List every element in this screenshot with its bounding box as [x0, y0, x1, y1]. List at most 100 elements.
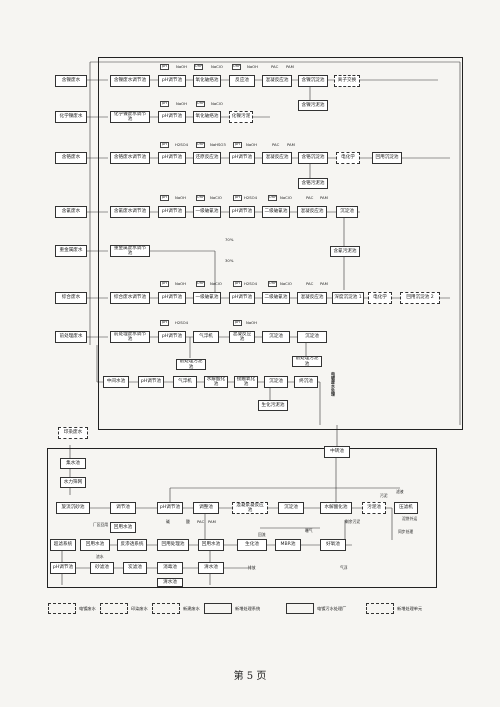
legend-swatch-new	[152, 603, 180, 614]
ni-sed-tank: 含镍沉淀池	[298, 75, 328, 87]
chemni-sludge: 化镍污泥	[229, 111, 253, 123]
legend-swatch-print	[100, 603, 128, 614]
ni-ion-exchange: 离子交换	[334, 75, 360, 87]
source-2: 含铬废水	[55, 152, 87, 164]
collect-tank: 集水池	[60, 458, 86, 469]
cn-coag-tank: 混凝反应池	[297, 206, 327, 218]
mid-float: 气浮机	[173, 376, 197, 388]
mix-coag-tank: 混凝反应池	[297, 292, 327, 304]
mix-ph-tag: pH	[160, 281, 169, 287]
pre-ph-tag-2: pH	[233, 320, 242, 326]
cr-chem-pac: PAC	[272, 142, 280, 147]
cn-chem-naoh: NaOH	[175, 195, 187, 200]
lower-sed-tank: 沉淀池	[278, 502, 304, 514]
cr-electrochem: 电化学	[336, 152, 360, 164]
mid-bio-sludge: 生化污泥池	[258, 400, 288, 411]
mix-chem-pam: PAM	[320, 281, 328, 286]
mix-chem-naclo: NaClO	[210, 281, 222, 286]
cr-chem-h2so4: H2SO4	[175, 142, 189, 147]
cn-adjust-tank: 含氰废水调节池	[110, 206, 150, 218]
mix-ox2-tank: 二级破氰池	[262, 292, 290, 304]
acid-label: 酸	[186, 519, 190, 524]
cn-ph-tank-2: pH调节池	[229, 206, 255, 218]
pre-ph-tag: pH	[160, 320, 169, 326]
ni-chem-pac: PAC	[271, 64, 279, 69]
ni-ph-tag: pH	[160, 64, 169, 70]
source-5: 综合废水	[55, 292, 87, 304]
legend-swatch-plant	[286, 603, 314, 614]
sync-treat-label: 同步处理	[398, 529, 414, 534]
chemni-adjust-tank: 化学镍废水调节池	[110, 111, 150, 123]
excess-sludge-label: 剩余污泥	[345, 519, 361, 524]
cn-ph-tag: pH	[160, 195, 169, 201]
reuse-pool-2: 回用水池	[110, 522, 136, 533]
legend-print: 印染废水	[131, 606, 148, 611]
legend-swatch-new-system	[204, 603, 232, 614]
ni-coag-tank: 混凝反应池	[262, 75, 292, 87]
ni-react-tank: 反应池	[229, 75, 255, 87]
cr-sed-tank: 含铬沉淀池	[298, 152, 328, 164]
mid-ph-tank: pH调节池	[138, 376, 164, 388]
pam-label: PAM	[208, 519, 216, 524]
ni-redox-tank: 氧化破络池	[193, 75, 221, 87]
cn-ph-tag-2: pH	[233, 195, 242, 201]
reflux-label: 回流	[258, 532, 266, 537]
source-6: 前处理废水	[55, 331, 87, 343]
cn-chem-naclo: NaClO	[210, 195, 222, 200]
gas-label: 气浮	[340, 565, 348, 570]
cr-adjust-tank: 含铬废水调节池	[110, 152, 150, 164]
lower-treatment-frame	[47, 448, 437, 588]
aeration-label: 曝气	[305, 528, 313, 533]
cr-sludge-tank: 含铬污泥池	[298, 178, 328, 189]
source-4: 重金属废水	[55, 245, 87, 257]
cr-ph-tank-2: pH调节池	[229, 152, 255, 164]
print-wastewater: 印染废水	[58, 427, 88, 439]
carbon-filter: 炭滤池	[123, 562, 147, 574]
bio-tank: 生化池	[237, 539, 267, 551]
cn-chem-pac: PAC	[306, 195, 314, 200]
pre-sludge-tank: 前处理污泥池	[292, 356, 322, 367]
mbr-tank: MBR池	[275, 539, 301, 551]
ro-system: 反渗透系统	[117, 539, 147, 551]
ni-chem-naoh-2: NaOH	[247, 64, 259, 69]
cn-ph-tank: pH调节池	[158, 206, 186, 218]
chemni-ph-tag: pH	[160, 101, 169, 107]
disinfect-tank: 消毒池	[157, 562, 183, 574]
legend-swatch-new-unit	[366, 603, 394, 614]
clear-water-tank: 清水池	[198, 562, 224, 574]
pre-adjust-tank: 前处理废水调节池	[110, 331, 150, 343]
legend-new-system: 新增处理系统	[235, 606, 261, 611]
cn-chem-naclo-2: NaClO	[280, 195, 292, 200]
mix-orp-tag: ORP	[196, 281, 205, 287]
cr-orp-tag: ORP	[196, 142, 205, 148]
pre-chem-h2so4: H2SO4	[175, 320, 189, 325]
screen: 水力筛网	[60, 477, 86, 488]
cr-ph-tank: pH调节池	[158, 152, 186, 164]
mid-sed: 沉淀池	[264, 376, 288, 388]
legend-swatch-electroplating	[48, 603, 76, 614]
pre-coag-tank: 混凝反应池	[229, 331, 255, 343]
legend-electroplating: 电镀废水	[79, 606, 96, 611]
mix-electrochem: 电化学	[368, 292, 392, 304]
mix-orp-tag-2: ORP	[268, 281, 277, 287]
brine-label: 浓水	[96, 554, 104, 559]
chemni-orp-tag: ORP	[196, 101, 205, 107]
mix-ph-tank: pH调节池	[158, 292, 186, 304]
electroplating-frame	[98, 57, 463, 430]
filter-press: 压滤机	[394, 502, 418, 514]
hm-split-70: 70%	[225, 237, 234, 242]
mix-ox1-tank: 一级破氰池	[193, 292, 221, 304]
cn-orp-tag-2: ORP	[268, 195, 277, 201]
mid-contact-ox: 接触氧化池	[234, 376, 258, 388]
legend-plant: 电镀污水处理厂	[317, 606, 347, 611]
pre-ph-tank: pH调节池	[158, 331, 186, 343]
clear-water-tank-2: 清水池	[157, 578, 183, 587]
mid-hydrolysis: 水解酸化池	[204, 376, 228, 388]
plant-reuse-label: 厂区回用	[93, 522, 109, 527]
pac-label: PAC	[197, 519, 205, 524]
discharge-label: 排放	[248, 565, 256, 570]
page-number: 第 5 页	[233, 671, 267, 682]
pre-sed-tank: 沉淀池	[262, 331, 290, 343]
source-0: 含镍废水	[55, 75, 87, 87]
